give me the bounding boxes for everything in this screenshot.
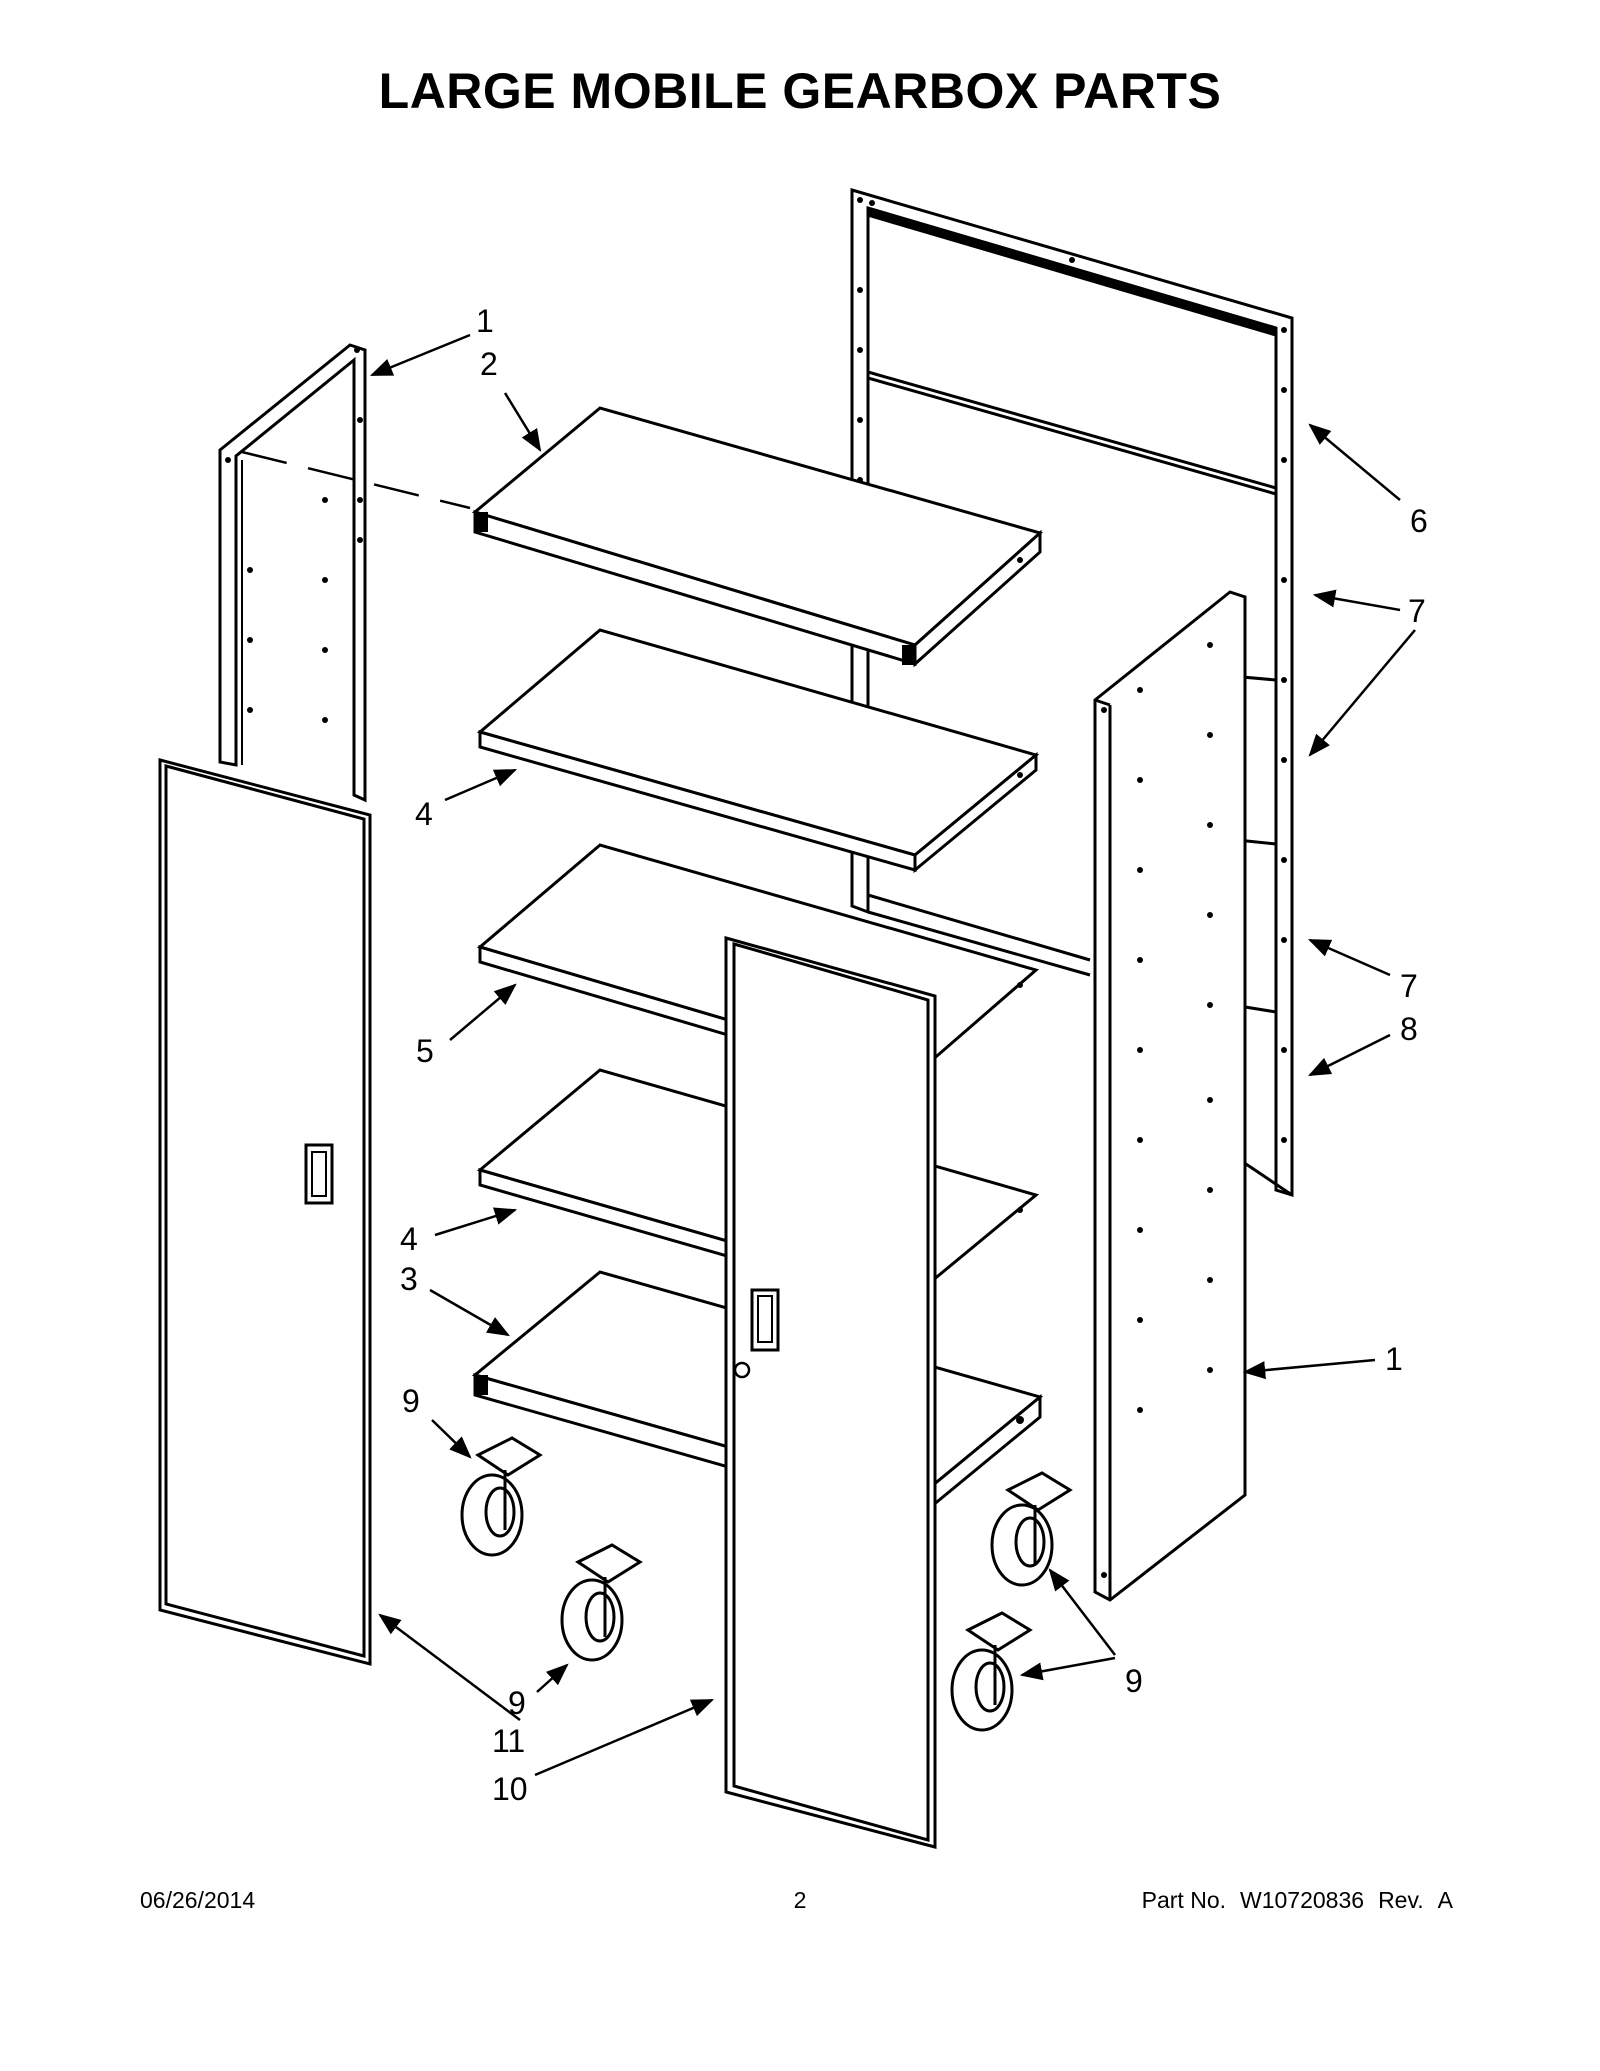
callout-label: 2 xyxy=(480,346,498,382)
callout-label: 11 xyxy=(492,1723,525,1759)
callout-label: 9 xyxy=(402,1383,420,1419)
callout-label: 6 xyxy=(1410,503,1428,539)
right-side-panel-holes xyxy=(1101,642,1213,1578)
part-label: Part No. xyxy=(1141,1887,1227,1913)
callout-label: 7 xyxy=(1408,593,1426,629)
callout-label: 3 xyxy=(400,1261,418,1297)
footer-part-info: Part No. W10720836 Rev. A xyxy=(1142,1887,1453,1914)
leader-arrows xyxy=(369,333,1416,1777)
callout-label: 5 xyxy=(416,1033,434,1069)
callout-label: 7 xyxy=(1400,968,1418,1004)
footer-page-number: 2 xyxy=(793,1887,807,1913)
assembly-dash-line xyxy=(241,450,471,510)
right-side-panel xyxy=(1093,590,1247,1602)
caster-2 xyxy=(560,1543,643,1662)
caster-4 xyxy=(950,1611,1033,1732)
callout-label: 1 xyxy=(476,303,494,339)
left-side-panel xyxy=(218,343,367,803)
callout-label: 10 xyxy=(492,1771,528,1807)
left-side-panel-holes xyxy=(225,347,363,723)
rev-label: Rev. xyxy=(1378,1887,1424,1913)
right-door xyxy=(724,936,937,1849)
callout-label: 8 xyxy=(1400,1011,1418,1047)
page-title: LARGE MOBILE GEARBOX PARTS xyxy=(378,63,1222,119)
part-number: W10720836 xyxy=(1240,1887,1365,1913)
caster-1 xyxy=(460,1436,543,1557)
footer-date: 06/26/2014 xyxy=(140,1887,256,1913)
shelf-brackets xyxy=(474,512,1024,1424)
callout-label: 4 xyxy=(400,1221,418,1257)
rev-value: A xyxy=(1437,1887,1453,1913)
caster-3 xyxy=(990,1471,1073,1587)
callout-label: 4 xyxy=(415,796,433,832)
callout-label: 1 xyxy=(1385,1341,1403,1377)
back-panel xyxy=(850,188,1294,1198)
callout-label: 9 xyxy=(1125,1663,1143,1699)
left-door xyxy=(158,758,372,1666)
callout-label: 9 xyxy=(508,1685,526,1721)
callout-labels: 1 2 6 7 4 7 8 5 4 3 1 9 9 9 11 10 xyxy=(400,303,1428,1807)
